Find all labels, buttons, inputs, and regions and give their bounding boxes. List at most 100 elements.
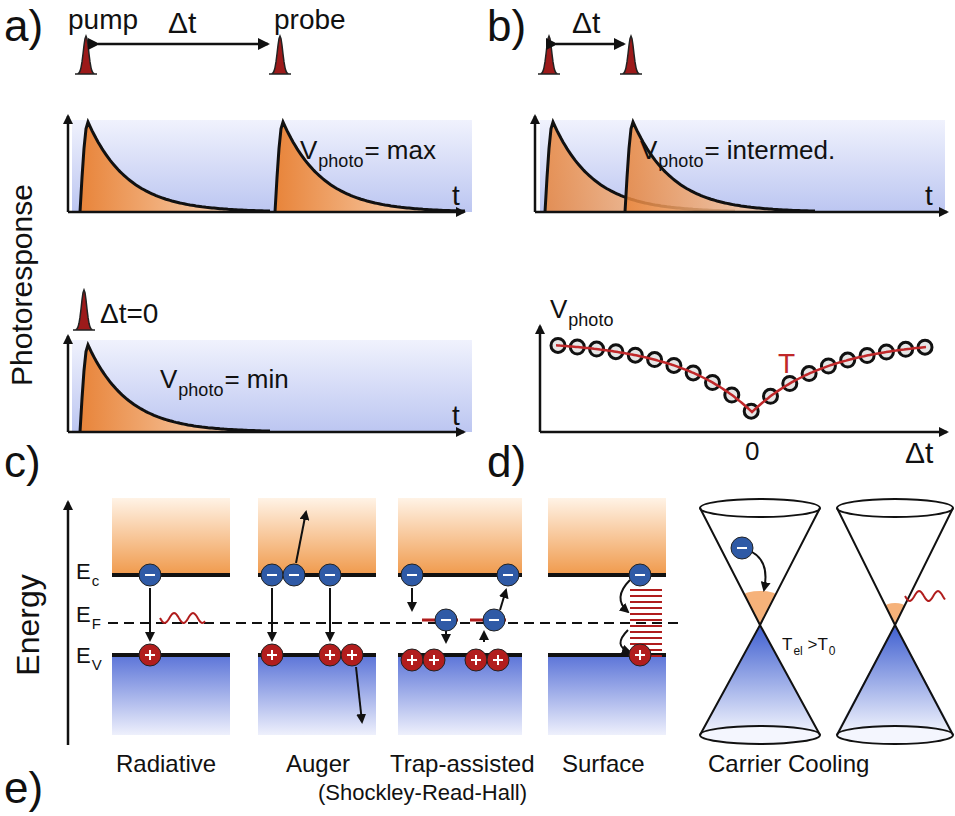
- electron: [319, 564, 341, 586]
- response-curve: [625, 122, 815, 212]
- panel-letter: b): [487, 4, 526, 48]
- charge-sign: [475, 655, 477, 665]
- surface-state: [630, 607, 662, 609]
- band-label: E: [76, 561, 91, 583]
- signal-label: V: [640, 137, 657, 163]
- temperature-subscript: el: [793, 645, 802, 657]
- panel-letter: a): [4, 4, 43, 48]
- signal-label: V: [300, 137, 317, 163]
- response-fill: [275, 122, 465, 212]
- charge-sign: [267, 574, 277, 576]
- temperature-label: T: [782, 636, 792, 653]
- surface-state: [630, 643, 662, 645]
- hole: [487, 649, 509, 671]
- charge-sign: [441, 619, 451, 621]
- axis-tick: 0: [745, 438, 759, 464]
- surface-state: [630, 595, 662, 597]
- response-curve: [80, 122, 270, 212]
- surface-state: [630, 631, 662, 633]
- band-subscript: V: [92, 657, 102, 672]
- signal-label: = max: [364, 137, 436, 163]
- axis-label: Δt: [905, 438, 933, 468]
- panel-letter: c): [4, 440, 41, 484]
- laser-pulse: [620, 36, 642, 74]
- surface-state: [630, 589, 662, 591]
- charge-sign: [635, 574, 645, 576]
- electron: [261, 564, 283, 586]
- delay-label: Δt: [572, 8, 600, 38]
- charge-sign: [325, 574, 335, 576]
- charge-sign: [271, 650, 273, 660]
- charge-sign: [149, 650, 151, 660]
- signal-label: = intermed.: [704, 137, 835, 163]
- response-fill: [80, 122, 270, 212]
- delay-label: Δt=0: [100, 300, 158, 328]
- surface-state: [630, 601, 662, 603]
- electron: [497, 564, 519, 586]
- surface-state: [630, 637, 662, 639]
- hole: [319, 644, 341, 666]
- mechanism-label: Auger: [286, 752, 350, 776]
- signal-subscript: photo: [178, 381, 223, 399]
- response-curve: [275, 122, 465, 212]
- charge-sign: [503, 574, 513, 576]
- mechanism-label: Trap-assisted: [390, 752, 535, 776]
- mechanism-label: Carrier Cooling: [708, 752, 869, 776]
- signal-subscript: photo: [658, 152, 703, 170]
- delay-label: Δt: [168, 8, 196, 38]
- mechanism-note: (Shockley-Read-Hall): [318, 782, 527, 804]
- charge-sign: [407, 574, 417, 576]
- response-fill: [625, 122, 815, 212]
- pulse-label: pump: [68, 6, 138, 34]
- fit-label: T: [778, 350, 795, 378]
- axis-label: t: [452, 402, 460, 430]
- axis-label: V: [550, 296, 567, 322]
- temperature-subscript: 0: [829, 645, 836, 657]
- charge-sign: [639, 650, 641, 660]
- fit-curve: [556, 345, 926, 412]
- axis-subscript: photo: [568, 311, 613, 329]
- electron: [435, 609, 457, 631]
- hole: [423, 649, 445, 671]
- signal-label: V: [160, 366, 177, 392]
- panel-letter: d): [487, 440, 526, 484]
- electron: [401, 564, 423, 586]
- axis-title: Photoresponse: [7, 184, 37, 386]
- band-label: E: [76, 604, 91, 626]
- photon-wave: [160, 613, 205, 623]
- axis-label: t: [452, 182, 460, 210]
- laser-pulse: [75, 36, 97, 74]
- temperature-label: >T: [803, 636, 828, 653]
- charge-sign: [351, 650, 353, 660]
- laser-pulse: [73, 290, 95, 330]
- electron: [139, 564, 161, 586]
- photon-wave: [905, 591, 945, 601]
- hole: [261, 644, 283, 666]
- electron: [283, 564, 305, 586]
- pulse-label: probe: [274, 6, 346, 34]
- laser-pulse: [538, 36, 560, 74]
- charge-sign: [289, 574, 299, 576]
- signal-subscript: photo: [318, 152, 363, 170]
- band-label: F: [92, 616, 101, 631]
- electron: [629, 564, 651, 586]
- charge-sign: [497, 655, 499, 665]
- axis-label: t: [925, 182, 933, 210]
- electron: [731, 537, 753, 559]
- charge-sign: [737, 547, 747, 549]
- hole: [139, 644, 161, 666]
- signal-label: = min: [224, 366, 288, 392]
- mechanism-label: Radiative: [116, 752, 216, 776]
- charge-sign: [329, 650, 331, 660]
- hole: [465, 649, 487, 671]
- panel-letter: e): [4, 766, 43, 810]
- band-label: E: [76, 645, 91, 667]
- surface-state: [630, 619, 662, 621]
- mechanism-label: Surface: [562, 752, 645, 776]
- band-subscript: c: [92, 573, 100, 588]
- surface-state: [630, 613, 662, 615]
- hole: [629, 644, 651, 666]
- hole: [341, 644, 363, 666]
- laser-pulse: [269, 36, 291, 74]
